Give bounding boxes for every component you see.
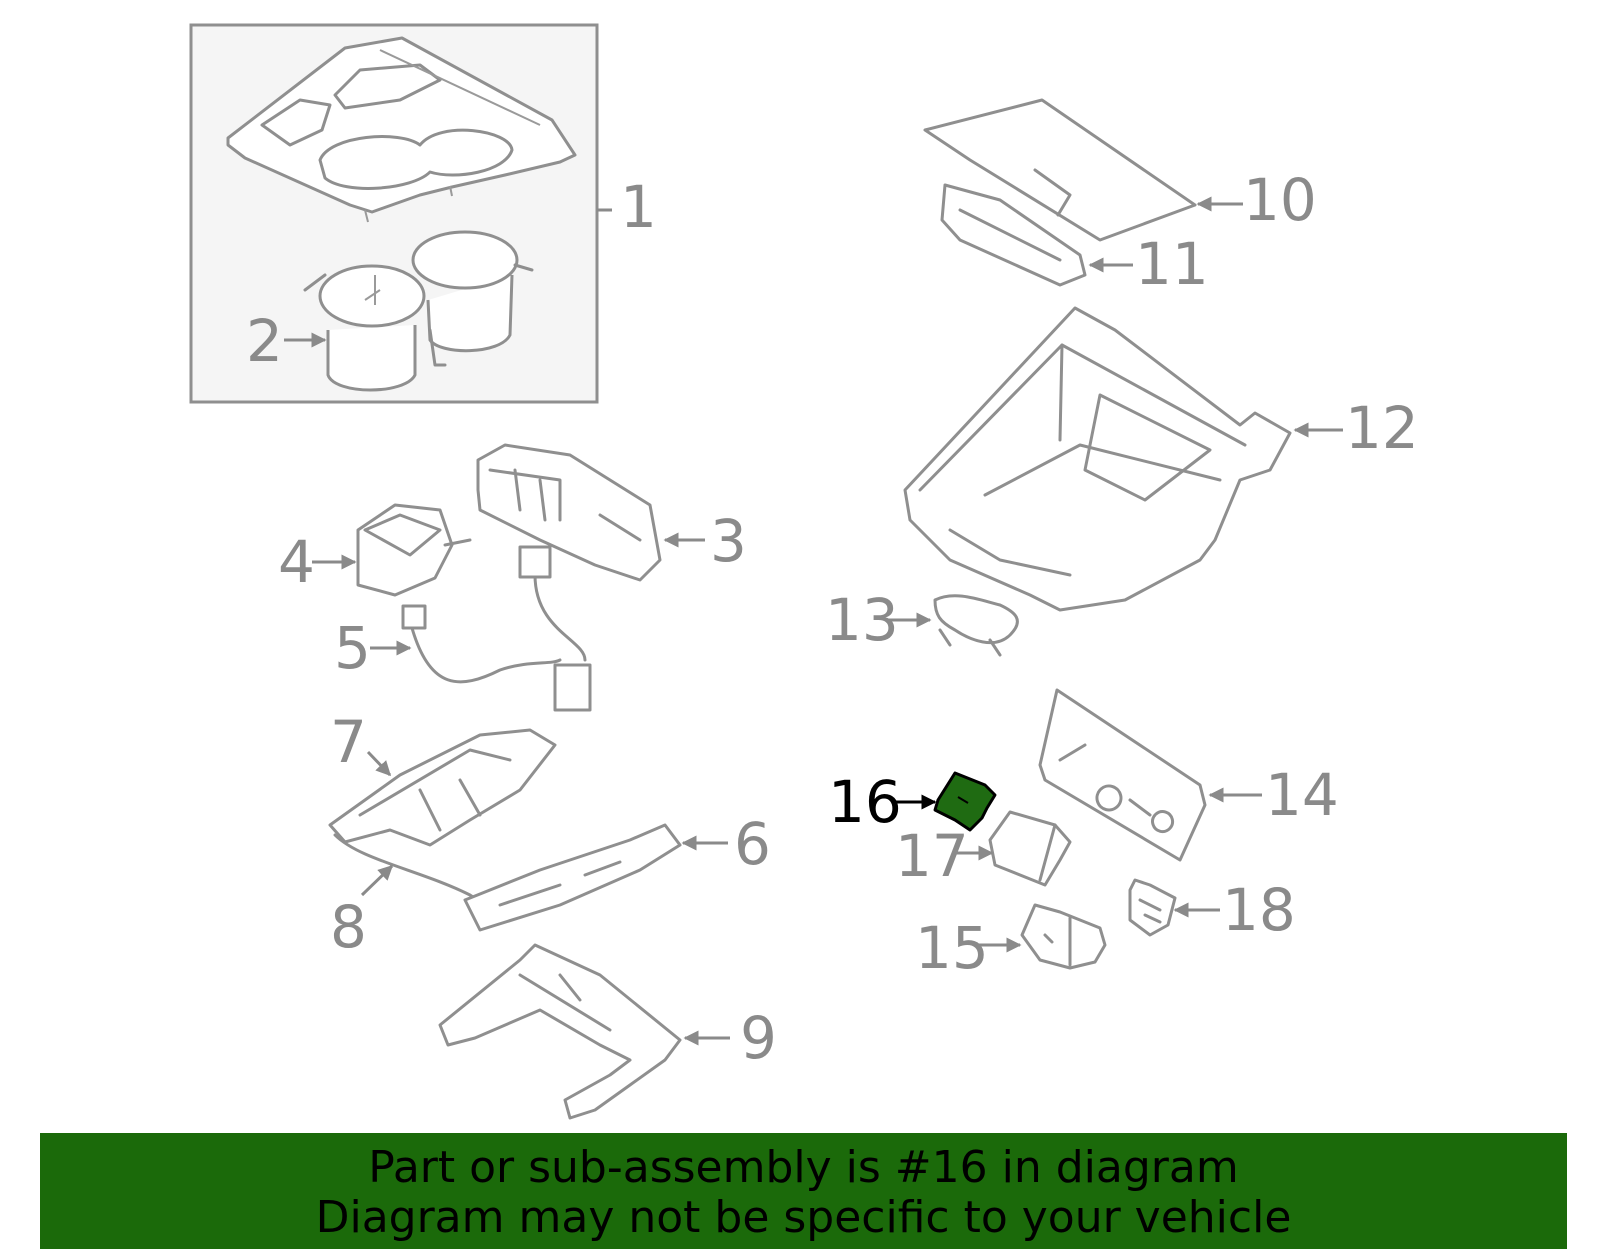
part-9-base-bracket[interactable] <box>438 943 682 1120</box>
part-7-bracket[interactable] <box>328 728 557 847</box>
part-8-bracket[interactable] <box>333 833 487 907</box>
callout-1[interactable]: 1 <box>620 173 657 241</box>
callout-8[interactable]: 8 <box>330 893 367 961</box>
callout-15[interactable]: 15 <box>915 914 989 982</box>
callout-3[interactable]: 3 <box>710 507 747 575</box>
callout-18[interactable]: 18 <box>1222 876 1296 944</box>
part-16-highlighted-switch[interactable] <box>933 771 997 832</box>
part-17-bezel[interactable] <box>988 810 1072 887</box>
part-5-wire-harness[interactable] <box>401 545 592 712</box>
part-10-lid[interactable] <box>923 98 1197 242</box>
callout-16[interactable]: 16 <box>828 768 902 836</box>
part-4-switch[interactable] <box>356 503 472 597</box>
callout-17[interactable]: 17 <box>895 822 969 890</box>
callout-6[interactable]: 6 <box>734 810 771 878</box>
callout-14[interactable]: 14 <box>1265 761 1339 829</box>
banner-line-2: Diagram may not be specific to your vehi… <box>315 1192 1292 1243</box>
part-6-side-rail[interactable] <box>463 823 682 932</box>
info-banner: Part or sub-assembly is #16 in diagram D… <box>40 1133 1567 1249</box>
callout-10[interactable]: 10 <box>1243 166 1317 234</box>
part-11-latch[interactable] <box>940 183 1087 287</box>
callout-4[interactable]: 4 <box>278 528 315 596</box>
part-15-button[interactable] <box>1020 903 1107 970</box>
banner-line-1: Part or sub-assembly is #16 in diagram <box>368 1142 1239 1193</box>
callout-5[interactable]: 5 <box>334 614 371 682</box>
callout-12[interactable]: 12 <box>1345 394 1419 462</box>
part-18-small-switch[interactable] <box>1128 878 1177 937</box>
part-1-console-trim[interactable] <box>226 36 577 223</box>
leader-8 <box>360 864 394 897</box>
callout-2[interactable]: 2 <box>246 307 283 375</box>
callout-7[interactable]: 7 <box>330 708 367 776</box>
callout-11[interactable]: 11 <box>1135 230 1209 298</box>
part-13-harness[interactable] <box>933 594 1019 657</box>
part-12-storage-bin[interactable] <box>903 306 1292 612</box>
callout-13[interactable]: 13 <box>825 586 899 654</box>
part-3-switch-panel[interactable] <box>476 443 662 582</box>
callout-9[interactable]: 9 <box>740 1004 777 1072</box>
part-2-cup-holder[interactable] <box>303 230 534 392</box>
leader-7 <box>366 750 392 777</box>
part-14-control-panel[interactable] <box>1038 688 1207 862</box>
